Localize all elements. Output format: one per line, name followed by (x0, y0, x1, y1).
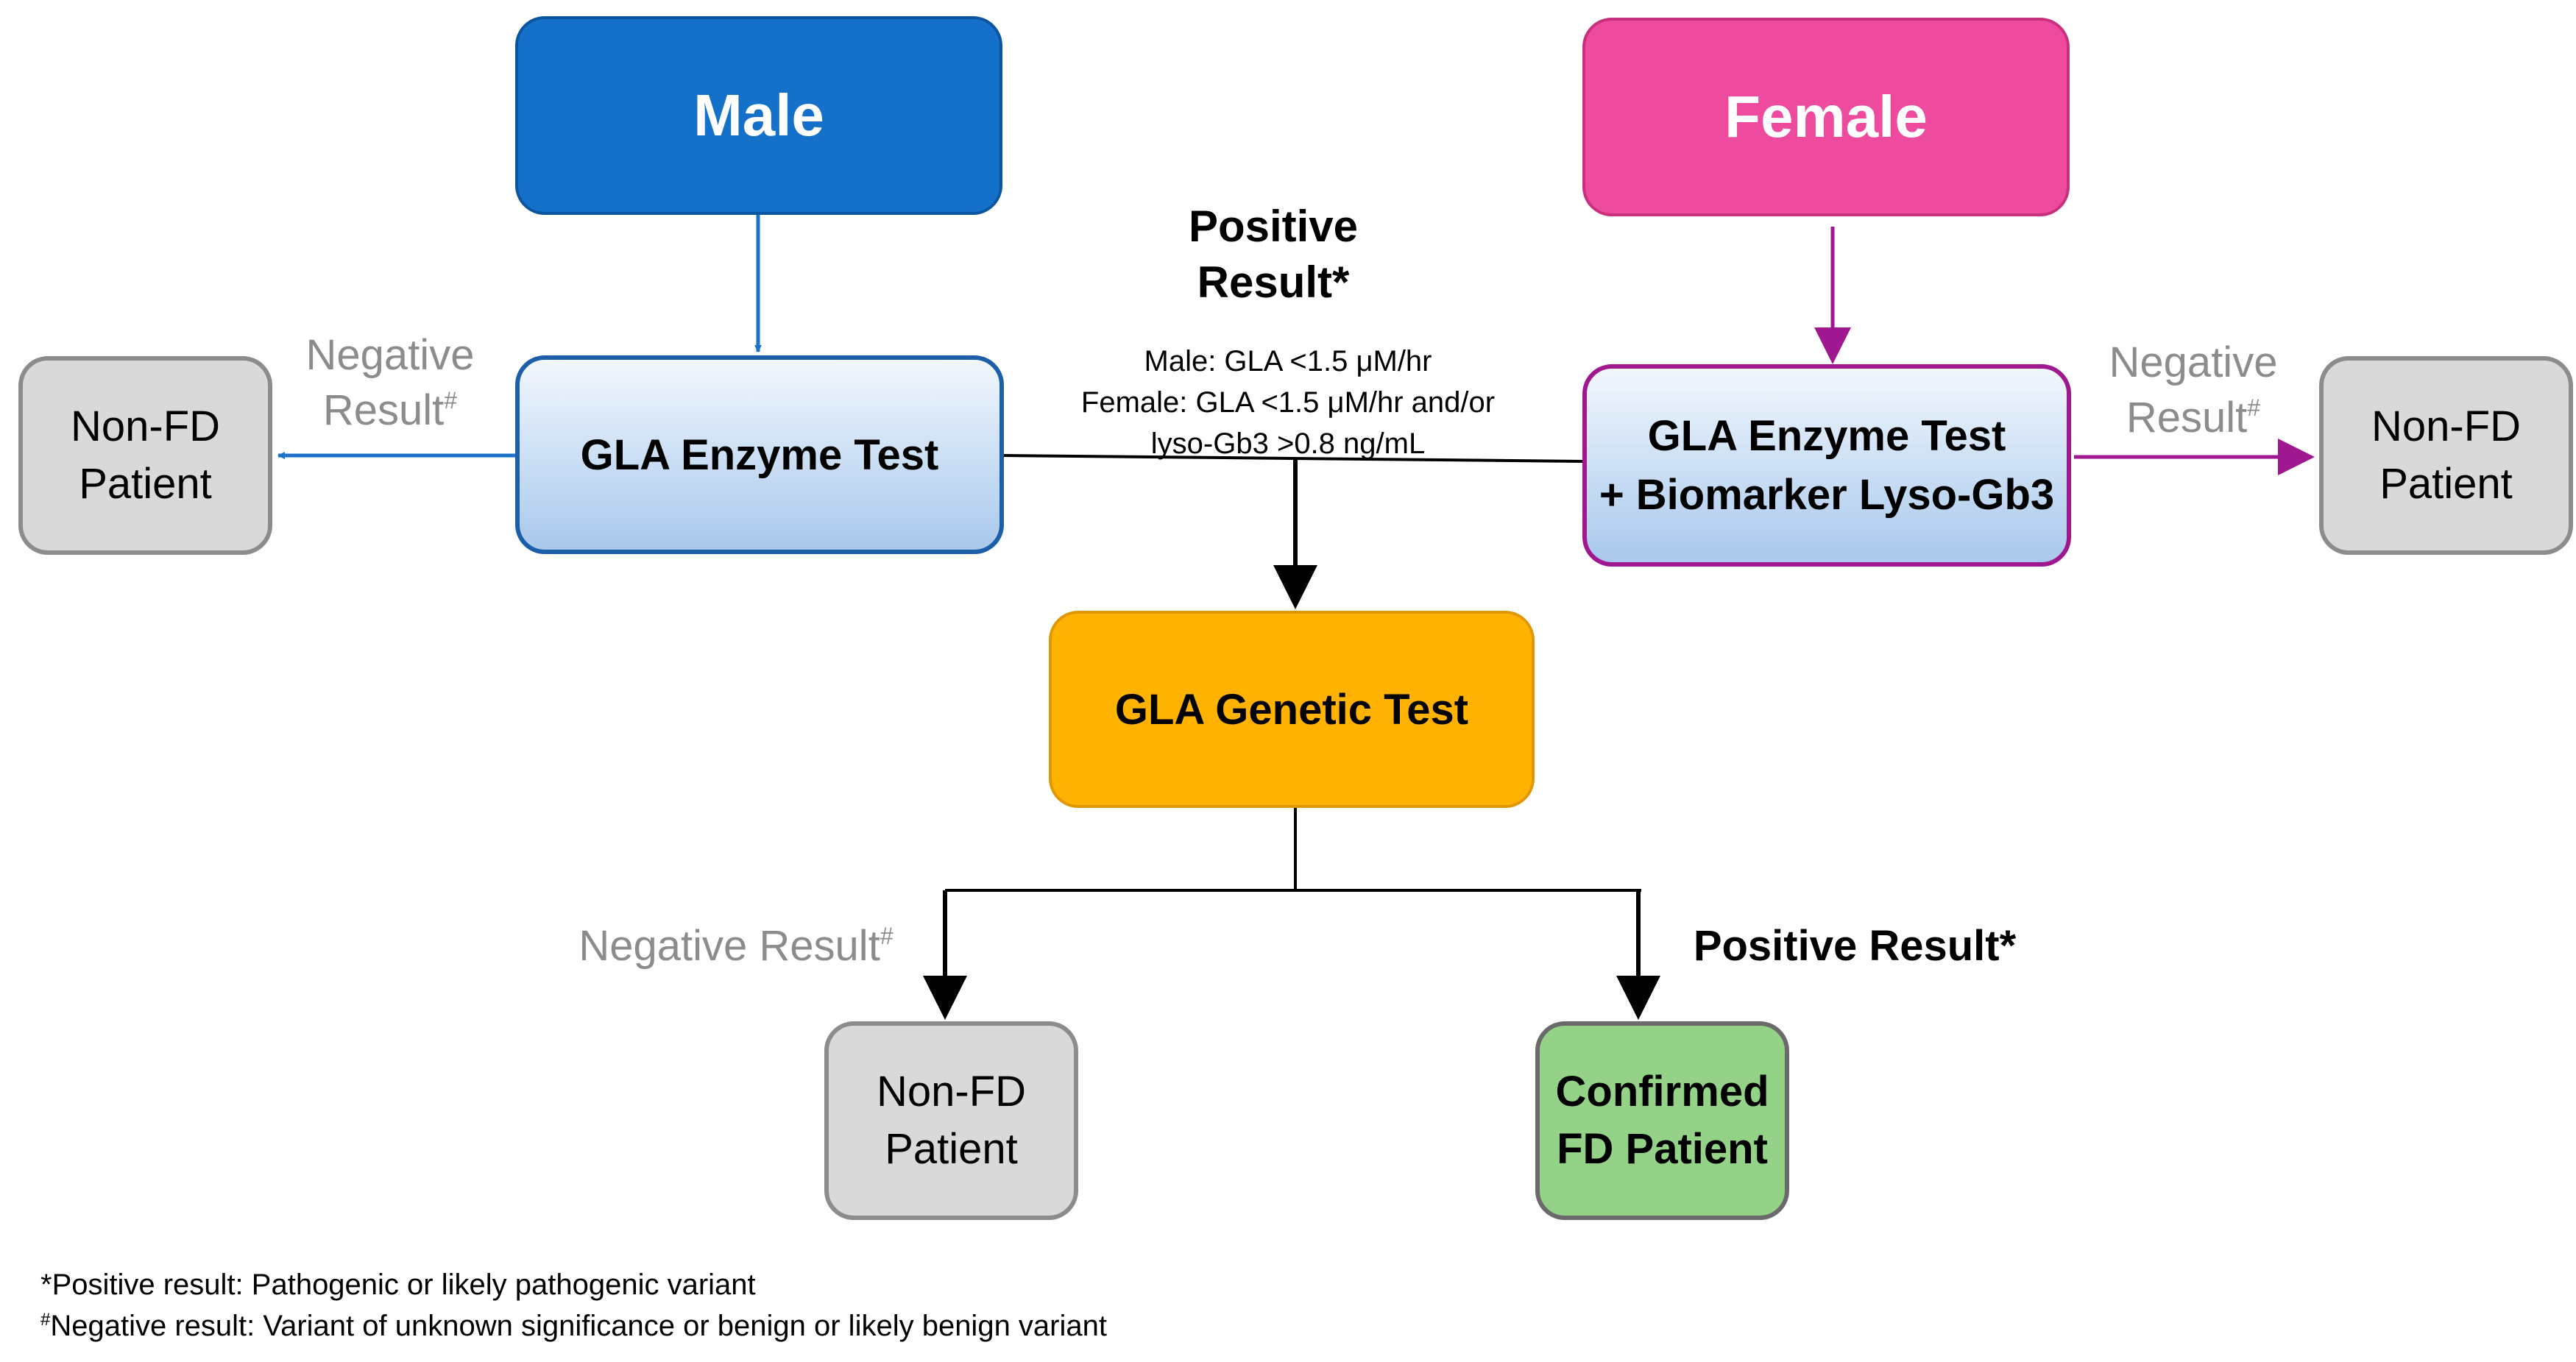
non-fd-line1: Non-FD (2371, 402, 2522, 450)
negative-word: Negative (305, 331, 475, 379)
negative-footnote-text: Negative result: Variant of unknown sign… (50, 1310, 1107, 1342)
non-fd-line1: Non-FD (70, 402, 221, 450)
result-asterisk-word: Result* (1197, 258, 1350, 307)
result-word: Result (2126, 394, 2248, 441)
male-node: Male (515, 16, 1002, 215)
negative-result-right-label: Negative Result# (2076, 335, 2311, 445)
negative-footnote: #Negative result: Variant of unknown sig… (40, 1305, 1365, 1347)
gla-enzyme-biomarker-node: GLA Enzyme Test + Biomarker Lyso-Gb3 (1582, 364, 2071, 567)
criteria-male: Male: GLA <1.5 μM/hr (1144, 345, 1432, 377)
non-fd-line1: Non-FD (876, 1068, 1027, 1116)
gla-enzyme-test-node: GLA Enzyme Test (515, 355, 1004, 554)
result-hash: Result# (280, 383, 500, 438)
negative-result-left-label: Negative Result# (280, 327, 500, 438)
hash-mark: # (40, 1310, 51, 1330)
non-fd-patient-bottom-node: Non-FD Patient (824, 1021, 1078, 1220)
positive-footnote: *Positive result: Pathogenic or likely p… (40, 1269, 756, 1301)
confirmed-line1: Confirmed (1555, 1068, 1769, 1116)
hash-mark: # (2247, 394, 2261, 421)
hash-mark: # (444, 387, 458, 414)
confirmed-line2: FD Patient (1557, 1125, 1768, 1173)
confirmed-fd-patient-node: Confirmed FD Patient (1535, 1021, 1789, 1220)
criteria-female: Female: GLA <1.5 μM/hr and/or (1080, 386, 1496, 419)
positive-result-bottom-label: Positive Result* (1671, 918, 2039, 973)
result-hash: Result# (2076, 390, 2311, 445)
positive-word: Positive (1188, 202, 1359, 251)
gla-enzyme-test-label: GLA Enzyme Test (580, 430, 939, 479)
hash-mark: # (880, 923, 894, 949)
gla-enzyme-biomarker-line2: + Biomarker Lyso-Gb3 (1599, 470, 2055, 519)
gla-genetic-test-node: GLA Genetic Test (1049, 611, 1535, 808)
gla-genetic-test-label: GLA Genetic Test (1114, 685, 1469, 734)
non-fd-patient-left-node: Non-FD Patient (18, 356, 272, 555)
non-fd-line2: Patient (885, 1125, 1018, 1173)
female-label: Female (1724, 84, 1928, 149)
non-fd-line2: Patient (79, 460, 212, 508)
positive-result-text: Positive Result* (1693, 922, 2017, 970)
non-fd-patient-right-node: Non-FD Patient (2319, 356, 2573, 555)
criteria-lyso: lyso-Gb3 >0.8 ng/mL (1150, 428, 1426, 460)
positive-criteria-text: Male: GLA <1.5 μM/hr Female: GLA <1.5 μM… (1030, 341, 1546, 464)
gla-enzyme-biomarker-line1: GLA Enzyme Test (1647, 411, 2006, 460)
negative-result-text: Negative Result (578, 922, 880, 970)
non-fd-line2: Patient (2379, 460, 2513, 508)
negative-word: Negative (2109, 338, 2278, 386)
negative-result-bottom-label: Negative Result# (537, 918, 935, 973)
footnotes: *Positive result: Pathogenic or likely p… (40, 1264, 1365, 1347)
result-word: Result (322, 386, 445, 434)
female-node: Female (1582, 18, 2070, 216)
positive-result-top-label: Positive Result* (1126, 199, 1420, 311)
male-label: Male (693, 82, 824, 148)
